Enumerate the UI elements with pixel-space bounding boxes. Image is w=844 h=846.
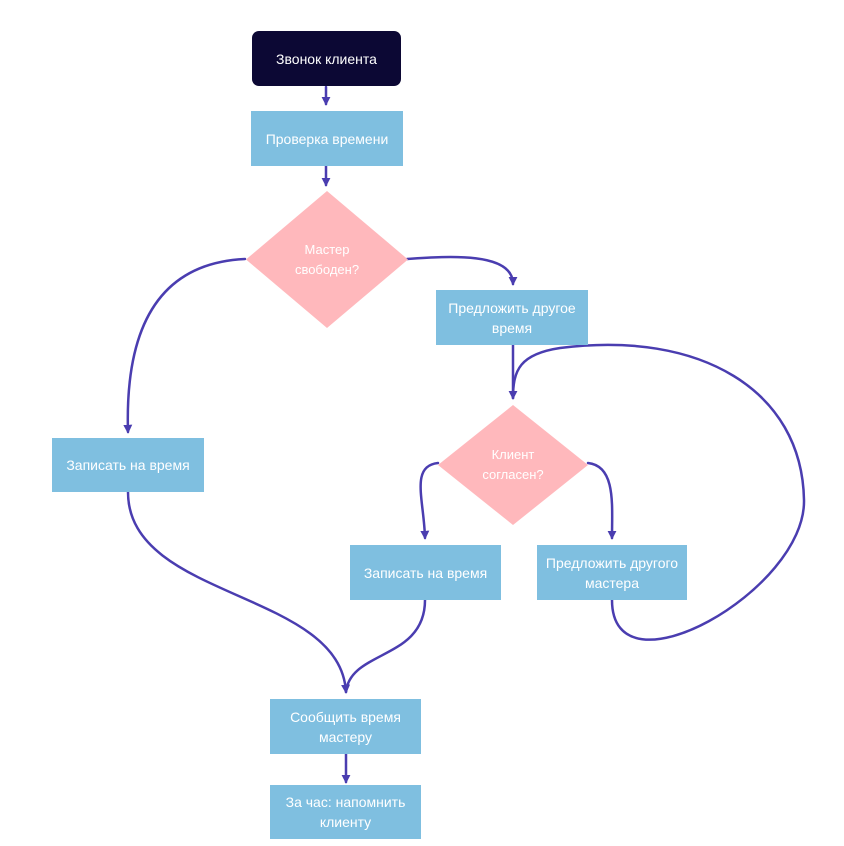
edge-client-decision-to-offer-master	[586, 461, 617, 540]
book-time-mid-node: Записать на время	[350, 545, 501, 600]
master-free-decision: Мастер свободен?	[246, 191, 408, 328]
start-node-label: Звонок клиента	[276, 50, 377, 67]
edge-book-mid-to-notify	[344, 598, 427, 694]
edge-offer-master-loop	[511, 343, 806, 641]
notify-master-label: Сообщить время мастеру	[290, 708, 401, 745]
book-time-left-label: Записать на время	[66, 457, 190, 473]
check-time-label: Проверка времени	[265, 130, 389, 147]
master-free-diamond-shape	[246, 191, 408, 328]
edge-decision-to-offer-time	[405, 255, 518, 286]
edge-client-decision-to-book-mid	[419, 461, 440, 540]
offer-other-master-node: Предложить другого мастера	[537, 545, 687, 600]
offer-other-time-label: Предложить другое время	[448, 299, 576, 336]
edge-decision-to-book-left	[123, 257, 247, 434]
start-node: Звонок клиента	[252, 31, 401, 86]
offer-other-time-node: Предложить другое время	[436, 290, 588, 345]
book-time-left-node: Записать на время	[52, 438, 204, 492]
book-time-mid-label: Записать на время	[363, 564, 488, 581]
offer-other-master-label: Предложить другого мастера	[545, 554, 679, 591]
edge-book-left-to-notify	[126, 490, 351, 694]
remind-client-label: За час: напомнить клиенту	[285, 794, 406, 830]
client-agrees-decision: Клиент согласен?	[438, 405, 588, 525]
client-agrees-diamond-shape	[438, 405, 588, 525]
check-time-node: Проверка времени	[251, 111, 403, 166]
notify-master-node: Сообщить время мастеру	[270, 699, 421, 754]
remind-client-node: За час: напомнить клиенту	[270, 785, 421, 839]
client-agrees-label: Клиент согласен?	[482, 447, 544, 482]
master-free-label: Мастер свободен?	[294, 241, 360, 277]
